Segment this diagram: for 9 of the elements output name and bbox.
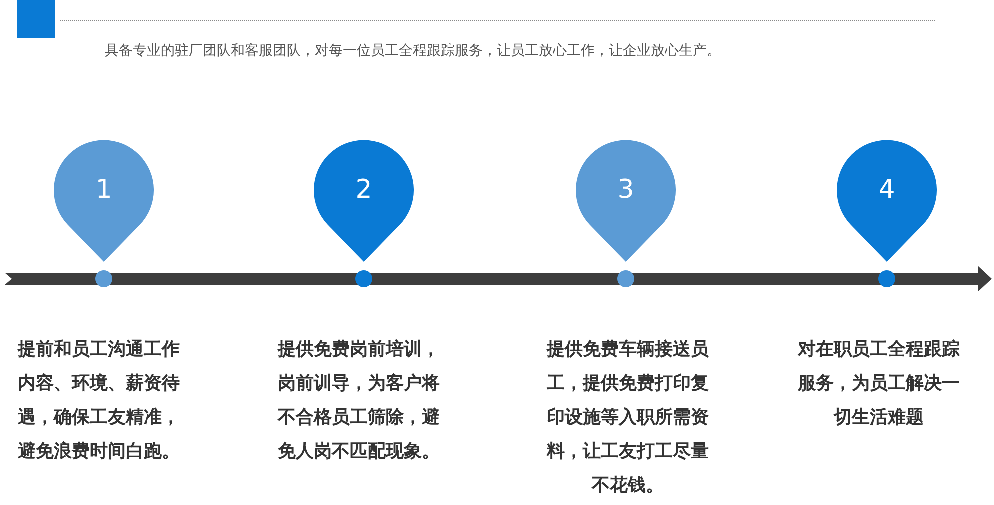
step-description: 对在职员工全程跟踪服务，为员工解决一切生活难题 <box>796 338 961 430</box>
step-number: 3 <box>616 174 636 207</box>
subtitle-text: 具备专业的驻厂团队和客服团队，对每一位员工全程跟踪服务，让员工放心工作，让企业放心生产。 <box>105 42 721 60</box>
step-description: 提供免费车辆接送员工，提供免费打印复印设施等入职所需资料，让工友打工尽量不花钱。 <box>546 338 710 498</box>
step-number: 4 <box>878 174 896 207</box>
step-description: 提供免费岗前培训，岗前训导，为客户将不合格员工筛除，避免人岗不匹配现象。 <box>278 338 441 464</box>
step-number: 2 <box>354 174 374 207</box>
step-number: 1 <box>94 174 114 207</box>
step-description: 提前和员工沟通工作内容、环境、薪资待遇，确保工友精准，避免浪费时间白跑。 <box>18 338 181 464</box>
